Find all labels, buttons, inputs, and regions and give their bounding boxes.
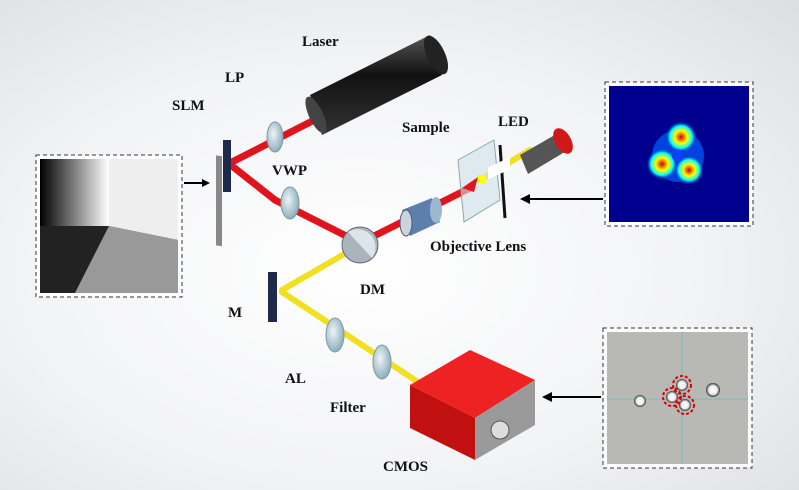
filter [372,344,392,380]
laser [305,35,449,135]
label-vwp: VWP [272,163,307,179]
dichroic-mirror [341,226,379,264]
slm [216,140,231,247]
mirror-m [268,272,277,322]
label-objective-lens: Objective Lens [430,239,526,255]
label-m: M [228,305,242,321]
label-sample: Sample [402,120,450,136]
label-laser: Laser [302,34,339,50]
label-al: AL [285,371,306,387]
intensity-pattern-inset [604,81,754,227]
label-filter: Filter [330,400,366,416]
label-led: LED [498,114,529,130]
label-cmos: CMOS [383,459,428,475]
vwp-plate [280,186,300,220]
slm-phase-pattern-inset [35,154,183,298]
achromatic-lens [325,317,345,353]
lp-polarizer [266,121,284,153]
label-lp: LP [225,70,244,86]
label-dm: DM [360,282,385,298]
led [520,128,573,174]
label-slm: SLM [172,98,205,114]
cmos-camera [410,157,535,460]
sample-holder [457,139,507,223]
camera-image-inset [602,327,753,469]
objective-lens [399,197,442,237]
